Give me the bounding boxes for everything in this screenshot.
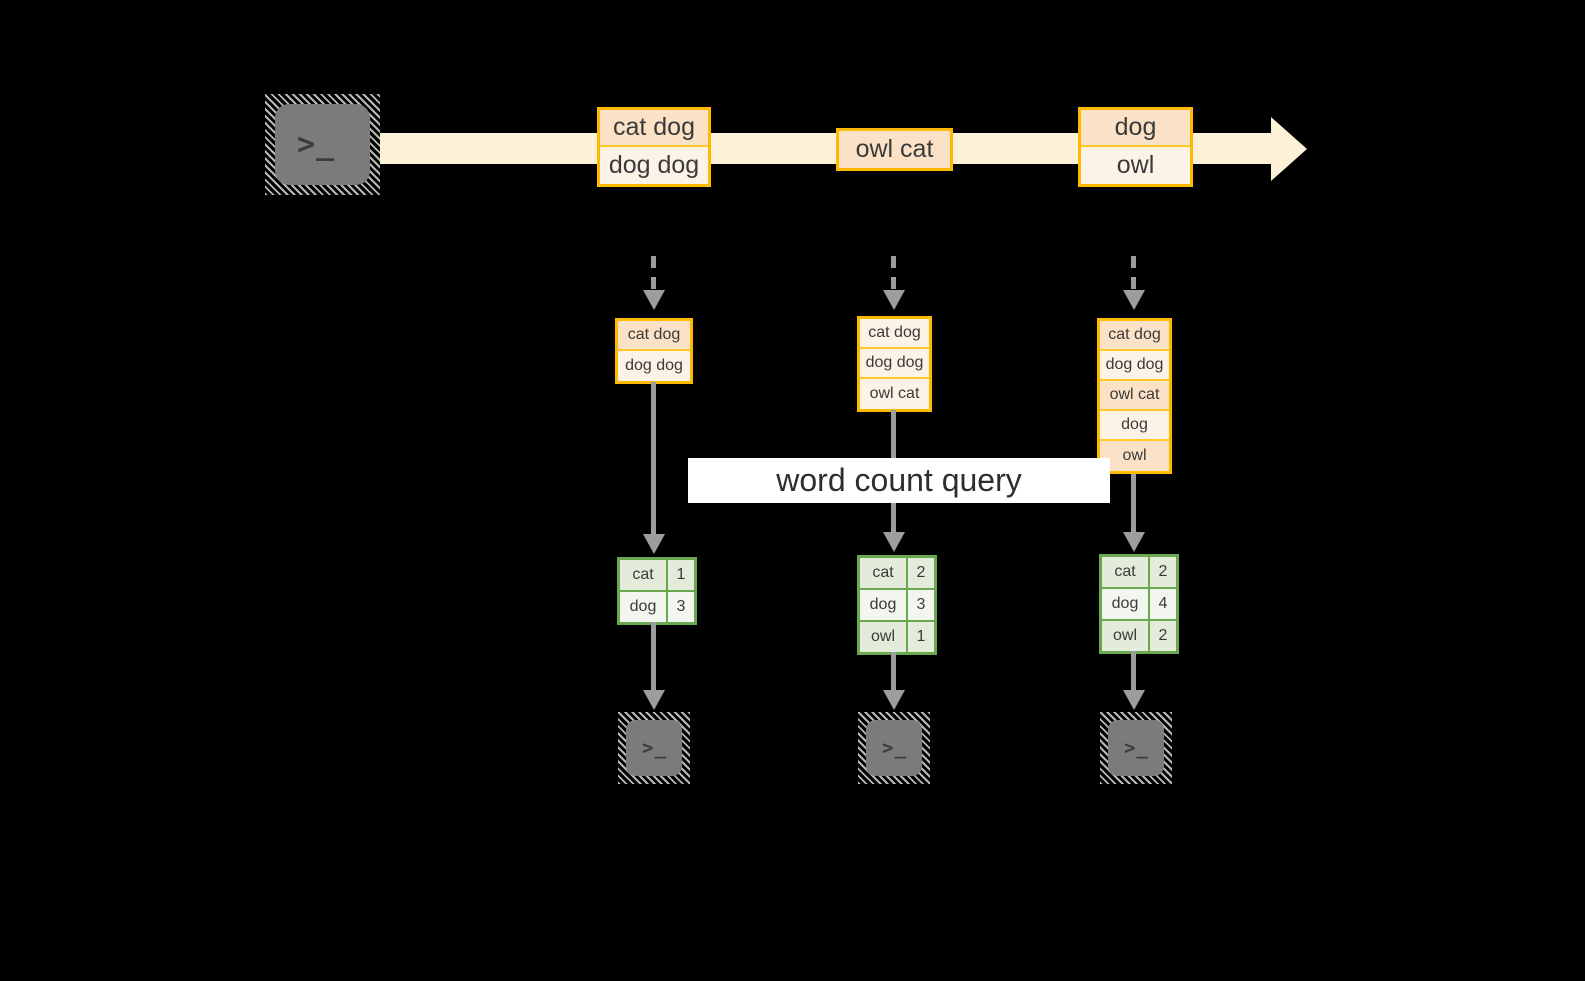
- stream-event-3-line-1: dog: [1081, 110, 1190, 147]
- stream-event-1-line-2: dog dog: [600, 147, 708, 184]
- result-3-row-2: dog 4: [1102, 589, 1176, 621]
- result-3-count-1: 2: [1150, 557, 1176, 587]
- result-3-row-1: cat 2: [1102, 557, 1176, 589]
- result-3-word-1: cat: [1102, 557, 1150, 587]
- stream-event-1-line-1: cat dog: [600, 110, 708, 147]
- batch-3-row-2: dog dog: [1100, 351, 1169, 381]
- sink-terminal-icon-2[interactable]: >_: [858, 712, 930, 784]
- batch-2-row-1: cat dog: [860, 319, 929, 349]
- batch-1-row-2: dog dog: [618, 351, 690, 381]
- batch-to-result-arrowhead-1: [643, 534, 665, 554]
- result-1-row-2: dog 3: [620, 592, 694, 622]
- event-stream-arrowhead: [1271, 117, 1307, 181]
- terminal-body: >_: [275, 104, 370, 185]
- batch-3-row-1: cat dog: [1100, 321, 1169, 351]
- result-1-word-1: cat: [620, 560, 668, 590]
- result-table-2[interactable]: cat 2 dog 3 owl 1: [857, 555, 937, 655]
- batch-to-result-arrowhead-3: [1123, 532, 1145, 552]
- batch-2-row-3: owl cat: [860, 379, 929, 409]
- stream-to-batch-arrowhead-3: [1123, 290, 1145, 310]
- result-3-count-3: 2: [1150, 621, 1176, 651]
- result-to-sink-line-2: [891, 652, 896, 690]
- batch-snapshot-1[interactable]: cat dog dog dog: [615, 318, 693, 384]
- stream-to-batch-dashed-line-2: [891, 256, 896, 292]
- result-3-word-2: dog: [1102, 589, 1150, 619]
- result-to-sink-arrowhead-3: [1123, 690, 1145, 710]
- query-label-text: word count query: [776, 462, 1022, 498]
- result-2-word-2: dog: [860, 590, 908, 620]
- result-2-word-3: owl: [860, 622, 908, 652]
- terminal-prompt-glyph: >_: [1124, 737, 1149, 759]
- result-2-count-2: 3: [908, 590, 934, 620]
- result-table-1[interactable]: cat 1 dog 3: [617, 557, 697, 625]
- result-2-row-2: dog 3: [860, 590, 934, 622]
- terminal-prompt-glyph: >_: [882, 737, 907, 759]
- stream-to-batch-arrowhead-2: [883, 290, 905, 310]
- stream-event-3-line-2: owl: [1081, 147, 1190, 184]
- batch-snapshot-2[interactable]: cat dog dog dog owl cat: [857, 316, 932, 412]
- result-to-sink-line-1: [651, 622, 656, 690]
- stream-to-batch-dashed-line-1: [651, 256, 656, 292]
- terminal-body: >_: [1108, 720, 1164, 776]
- query-label-band: word count query: [688, 458, 1110, 503]
- result-2-row-3: owl 1: [860, 622, 934, 652]
- terminal-prompt-glyph: >_: [297, 127, 336, 162]
- result-2-count-3: 1: [908, 622, 934, 652]
- result-table-3[interactable]: cat 2 dog 4 owl 2: [1099, 554, 1179, 654]
- result-1-row-1: cat 1: [620, 560, 694, 592]
- result-2-count-1: 2: [908, 558, 934, 588]
- terminal-body: >_: [626, 720, 682, 776]
- batch-snapshot-3[interactable]: cat dog dog dog owl cat dog owl: [1097, 318, 1172, 474]
- result-1-word-2: dog: [620, 592, 668, 622]
- stream-to-batch-arrowhead-1: [643, 290, 665, 310]
- stream-event-3[interactable]: dog owl: [1078, 107, 1193, 187]
- result-1-count-1: 1: [668, 560, 694, 590]
- result-to-sink-line-3: [1131, 651, 1136, 690]
- result-2-word-1: cat: [860, 558, 908, 588]
- terminal-prompt-glyph: >_: [642, 737, 667, 759]
- terminal-body: >_: [866, 720, 922, 776]
- batch-2-row-2: dog dog: [860, 349, 929, 379]
- stream-to-batch-dashed-line-3: [1131, 256, 1136, 292]
- result-to-sink-arrowhead-1: [643, 690, 665, 710]
- batch-to-result-arrowhead-2: [883, 532, 905, 552]
- batch-to-result-line-3: [1131, 474, 1136, 532]
- stream-event-1[interactable]: cat dog dog dog: [597, 107, 711, 187]
- result-3-count-2: 4: [1150, 589, 1176, 619]
- batch-to-result-line-1: [651, 382, 656, 534]
- sink-terminal-icon-3[interactable]: >_: [1100, 712, 1172, 784]
- result-3-row-3: owl 2: [1102, 621, 1176, 651]
- sink-terminal-icon-1[interactable]: >_: [618, 712, 690, 784]
- batch-1-row-1: cat dog: [618, 321, 690, 351]
- stream-event-2-line-1: owl cat: [839, 131, 950, 168]
- stream-event-2[interactable]: owl cat: [836, 128, 953, 171]
- result-1-count-2: 3: [668, 592, 694, 622]
- result-2-row-1: cat 2: [860, 558, 934, 590]
- result-3-word-3: owl: [1102, 621, 1150, 651]
- batch-3-row-5: owl: [1100, 441, 1169, 471]
- batch-3-row-3: owl cat: [1100, 381, 1169, 411]
- source-terminal-icon[interactable]: >_: [265, 94, 380, 195]
- batch-3-row-4: dog: [1100, 411, 1169, 441]
- result-to-sink-arrowhead-2: [883, 690, 905, 710]
